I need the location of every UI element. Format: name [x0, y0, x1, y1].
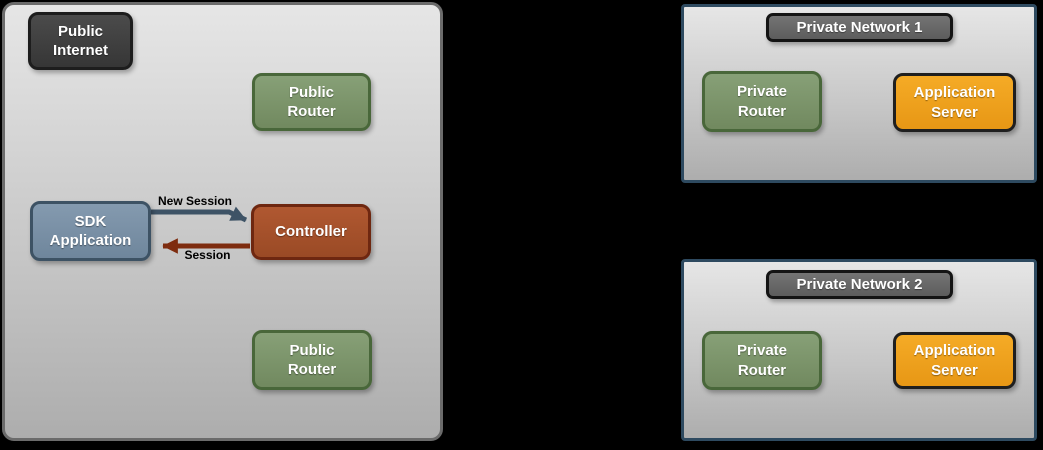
private-network-2-title: Private Network 2: [766, 270, 953, 299]
controller-node: Controller: [251, 204, 371, 260]
session-label: Session: [184, 248, 231, 262]
public-router-top-node: Public Router: [252, 73, 371, 131]
private-network-1-application-server-node: Application Server: [893, 73, 1016, 132]
public-router-bottom-node: Public Router: [252, 330, 372, 390]
new-session-label: New Session: [157, 194, 233, 208]
public-internet-badge: Public Internet: [28, 12, 133, 70]
sdk-application-node: SDK Application: [30, 201, 151, 261]
private-network-2-application-server-node: Application Server: [893, 332, 1016, 389]
private-network-1-router-node: Private Router: [702, 71, 822, 132]
private-network-1-title: Private Network 1: [766, 13, 953, 42]
private-network-2-router-node: Private Router: [702, 331, 822, 390]
